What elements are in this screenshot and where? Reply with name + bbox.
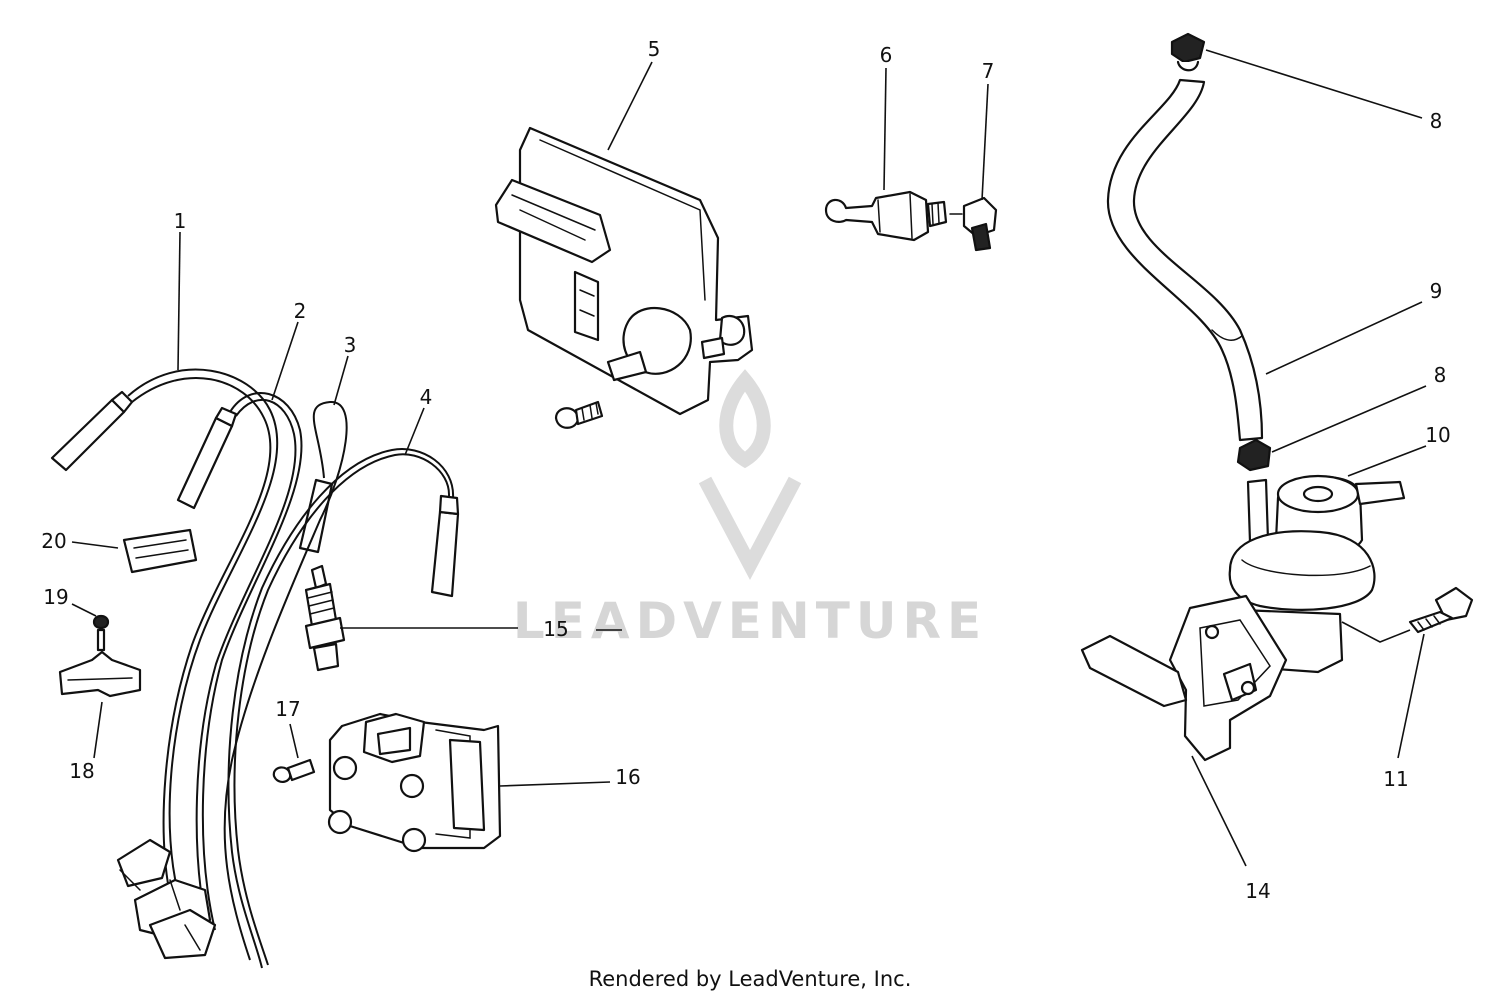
callout-1: 1 [174, 209, 187, 233]
callout-20: 20 [41, 529, 66, 553]
callout-4: 4 [420, 385, 433, 409]
callout-labels: 1 2 3 4 5 6 7 8 9 8 10 11 14 15 16 17 18… [41, 37, 1450, 903]
footer-credit: Rendered by LeadVenture, Inc. [589, 967, 912, 991]
leader-lines [71, 49, 1427, 867]
callout-3: 3 [344, 333, 357, 357]
callout-8-bottom: 8 [1434, 363, 1447, 387]
callout-10: 10 [1425, 423, 1450, 447]
callout-15: 15 [543, 617, 568, 641]
callout-19: 19 [43, 585, 68, 609]
callout-7: 7 [982, 59, 995, 83]
watermark: LEADVENTURE [513, 369, 987, 650]
ignition-module [494, 126, 754, 429]
decal-plate-large [58, 650, 142, 698]
callout-14: 14 [1245, 879, 1270, 903]
ignition-coil [327, 712, 502, 853]
callout-8-top: 8 [1430, 109, 1443, 133]
decal-plate-small [122, 528, 198, 574]
pipe-fitting [949, 196, 998, 252]
decal-screw [92, 614, 110, 652]
fuel-hose-clamp-bottom [1236, 438, 1272, 472]
leadventure-flame-logo-icon [698, 369, 802, 580]
callout-17: 17 [275, 697, 300, 721]
coil-screw [272, 758, 316, 783]
spark-plug-wires [50, 368, 460, 969]
spark-plug [304, 564, 346, 672]
fuel-hose-clamp-top [1170, 32, 1206, 72]
fuel-pump [1080, 474, 1406, 762]
watermark-text: LEADVENTURE [513, 592, 987, 650]
callout-9: 9 [1430, 279, 1443, 303]
callout-18: 18 [69, 759, 94, 783]
callout-5: 5 [648, 37, 661, 61]
callout-11: 11 [1383, 767, 1408, 791]
fuel-hose [1106, 78, 1264, 442]
pump-bolt [1408, 586, 1474, 634]
callout-2: 2 [294, 299, 307, 323]
oil-pressure-switch [824, 190, 948, 242]
callout-16: 16 [615, 765, 640, 789]
callout-6: 6 [880, 43, 893, 67]
